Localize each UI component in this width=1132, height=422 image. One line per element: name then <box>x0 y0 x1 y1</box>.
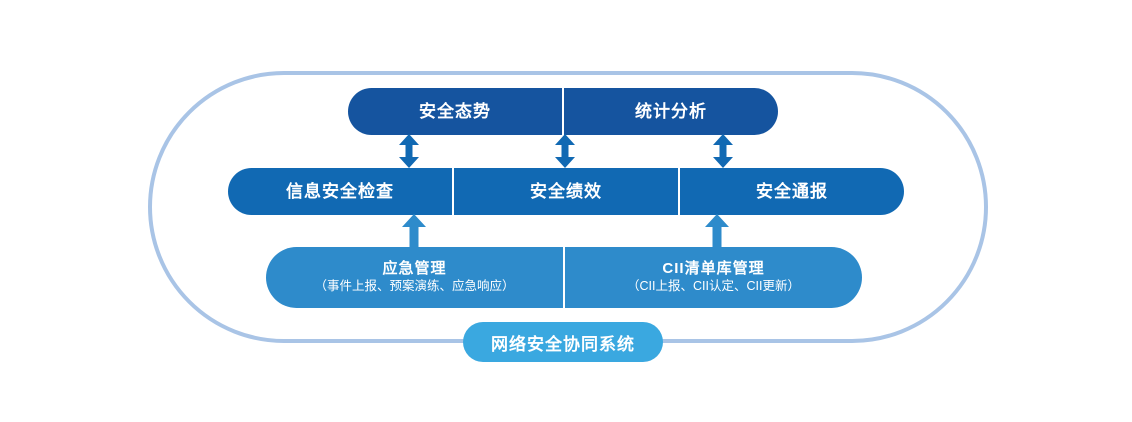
segment-title: 安全绩效 <box>530 181 602 201</box>
segment-subtitle: （事件上报、预案演练、应急响应） <box>314 279 515 294</box>
double-arrow-icon <box>554 134 576 168</box>
segment-title: 应急管理 <box>382 260 447 278</box>
segment-title: 信息安全检查 <box>286 181 394 201</box>
segment-security-notification[interactable]: 安全通报 <box>678 168 904 215</box>
segment-title: CII清单库管理 <box>662 260 765 278</box>
double-arrow-icon <box>712 134 734 168</box>
system-title-pill: 网络安全协同系统 <box>463 322 663 362</box>
up-arrow-icon <box>401 214 427 247</box>
segment-statistical-analysis[interactable]: 统计分析 <box>562 88 778 135</box>
segment-title: 统计分析 <box>635 101 707 121</box>
segment-subtitle: （CII上报、CII认定、CII更新） <box>627 279 800 294</box>
segment-emergency-management[interactable]: 应急管理 （事件上报、预案演练、应急响应） <box>266 247 563 308</box>
middle-row-bar: 信息安全检查 安全绩效 安全通报 <box>228 168 904 215</box>
segment-safety-situation[interactable]: 安全态势 <box>348 88 562 135</box>
segment-cii-inventory-management[interactable]: CII清单库管理 （CII上报、CII认定、CII更新） <box>563 247 862 308</box>
segment-title: 安全态势 <box>419 101 491 121</box>
double-arrow-icon <box>398 134 420 168</box>
top-row-bar: 安全态势 统计分析 <box>348 88 778 135</box>
bottom-row-bar: 应急管理 （事件上报、预案演练、应急响应） CII清单库管理 （CII上报、CI… <box>266 247 862 308</box>
segment-information-security-inspection[interactable]: 信息安全检查 <box>228 168 452 215</box>
system-title-label: 网络安全协同系统 <box>491 334 635 354</box>
segment-security-performance[interactable]: 安全绩效 <box>452 168 678 215</box>
up-arrow-icon <box>704 214 730 247</box>
segment-title: 安全通报 <box>756 181 828 201</box>
